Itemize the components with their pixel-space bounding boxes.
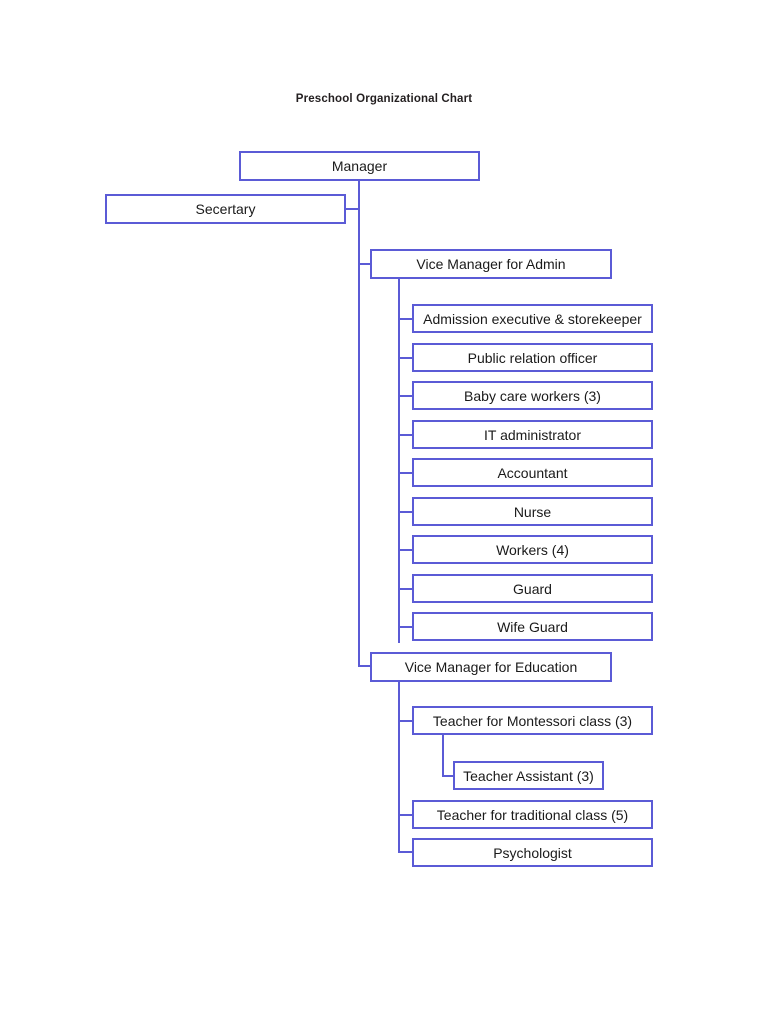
node-psychologist[interactable]: Psychologist [412,838,653,867]
page-title: Preschool Organizational Chart [295,93,473,105]
node-teacher-traditional-class-label: Teacher for traditional class (5) [436,806,629,823]
connector-montessori-to-teacher-assistant [442,775,454,777]
connector-admin-to-workers [398,549,414,551]
node-wife-guard[interactable]: Wife Guard [412,612,653,641]
node-wife-guard-label: Wife Guard [497,618,568,635]
node-guard-label: Guard [513,580,552,597]
connector-admin-to-wife-guard [398,626,414,628]
node-teacher-traditional-class[interactable]: Teacher for traditional class (5) [412,800,653,829]
node-baby-care-workers-label: Baby care workers (3) [464,387,601,404]
node-accountant-label: Accountant [497,464,568,481]
node-psychologist-label: Psychologist [493,844,572,861]
connector-education-to-psychologist [398,851,414,853]
node-baby-care-workers[interactable]: Baby care workers (3) [412,381,653,410]
node-secertary[interactable]: Secertary [105,194,346,224]
connector-education-trunk [398,681,400,852]
connector-main-trunk [358,181,360,667]
node-it-administrator-label: IT administrator [484,426,581,443]
node-secertary-label: Secertary [195,201,256,217]
node-vice-manager-admin[interactable]: Vice Manager for Admin [370,249,612,279]
node-workers[interactable]: Workers (4) [412,535,653,564]
connector-montessori-trunk [442,735,444,776]
node-admission-executive-storekeeper[interactable]: Admission executive & storekeeper [412,304,653,333]
node-guard[interactable]: Guard [412,574,653,603]
connector-manager-to-vm-admin [358,263,372,265]
connector-admin-to-guard [398,588,414,590]
connector-manager-to-secertary [345,208,360,210]
node-public-relation-officer-label: Public relation officer [467,349,598,366]
connector-admin-to-baby-care [398,395,414,397]
node-teacher-assistant-label: Teacher Assistant (3) [463,767,594,784]
connector-education-to-montessori [398,720,414,722]
connector-admin-to-it-admin [398,434,414,436]
node-teacher-assistant[interactable]: Teacher Assistant (3) [453,761,604,790]
node-manager-label: Manager [331,158,388,174]
node-accountant[interactable]: Accountant [412,458,653,487]
node-public-relation-officer[interactable]: Public relation officer [412,343,653,372]
node-teacher-montessori-class[interactable]: Teacher for Montessori class (3) [412,706,653,735]
node-vice-manager-admin-label: Vice Manager for Admin [416,256,566,272]
node-it-administrator[interactable]: IT administrator [412,420,653,449]
node-vice-manager-education[interactable]: Vice Manager for Education [370,652,612,682]
connector-admin-to-nurse [398,511,414,513]
node-workers-label: Workers (4) [496,541,569,558]
node-manager[interactable]: Manager [239,151,480,181]
connector-admin-to-accountant [398,472,414,474]
connector-admin-trunk [398,278,400,643]
node-nurse[interactable]: Nurse [412,497,653,526]
connector-education-to-traditional [398,814,414,816]
connector-manager-to-vm-education [358,665,372,667]
node-vice-manager-education-label: Vice Manager for Education [404,659,578,675]
node-nurse-label: Nurse [513,503,552,520]
node-admission-executive-storekeeper-label: Admission executive & storekeeper [423,310,642,327]
connector-admin-to-pr-officer [398,357,414,359]
node-teacher-montessori-class-label: Teacher for Montessori class (3) [432,712,633,729]
connector-admin-to-admission [398,318,414,320]
